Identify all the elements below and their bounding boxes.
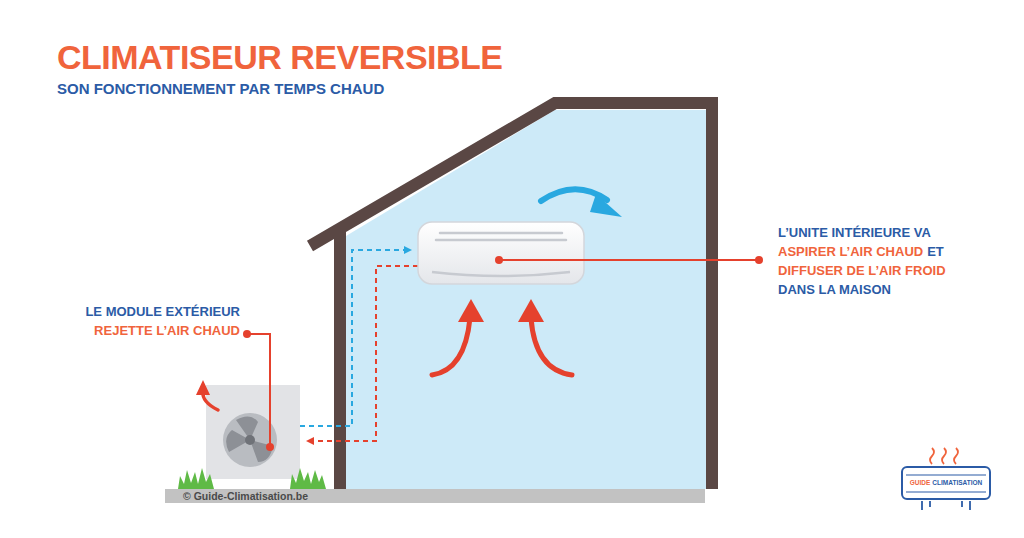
hot-air-arrow — [531, 318, 572, 375]
callout-text: REJETTE L’AIR CHAUD — [94, 324, 240, 339]
outdoor-unit — [206, 385, 300, 479]
diagram-title: CLIMATISEUR REVERSIBLE — [57, 38, 503, 77]
house-interior — [346, 110, 706, 489]
callout-text: ET — [927, 245, 944, 260]
grass — [178, 468, 326, 489]
hot-air-arrowhead — [518, 299, 544, 322]
house-outline — [310, 103, 712, 489]
indoor-unit — [418, 222, 584, 284]
callout-text: DIFFUSER DE L’AIR FROID — [778, 264, 946, 279]
callout-text: LE MODULE EXTÉRIEUR — [85, 305, 240, 320]
leader-line — [247, 334, 270, 447]
leader-dot — [266, 443, 274, 451]
logo — [902, 448, 990, 510]
logo-text: GUIDE — [910, 478, 931, 488]
callout-text: ASPIRER L’AIR CHAUD — [778, 245, 923, 260]
logo-text: CLIMATISATION — [932, 478, 982, 488]
callout-text: L’UNITE INTÉRIEURE VA — [778, 226, 931, 241]
hot-air-arrow — [432, 318, 470, 375]
exhaust-arrowhead — [196, 380, 210, 395]
leader-dot — [243, 330, 251, 338]
leader-line — [499, 259, 759, 261]
ground — [165, 489, 705, 503]
leader-dot — [495, 256, 503, 264]
watermark: © Guide-Climatisation.be — [183, 489, 308, 503]
hot-air-arrowhead — [458, 299, 484, 322]
subtitle: SON FONCTIONNEMENT PAR TEMPS CHAUD — [57, 80, 384, 97]
hot-pipe — [308, 266, 418, 441]
cold-pipe — [300, 250, 410, 426]
callout-text: DANS LA MAISON — [778, 283, 891, 298]
cold-air-arrowhead — [590, 194, 622, 217]
leader-dot — [755, 256, 763, 264]
